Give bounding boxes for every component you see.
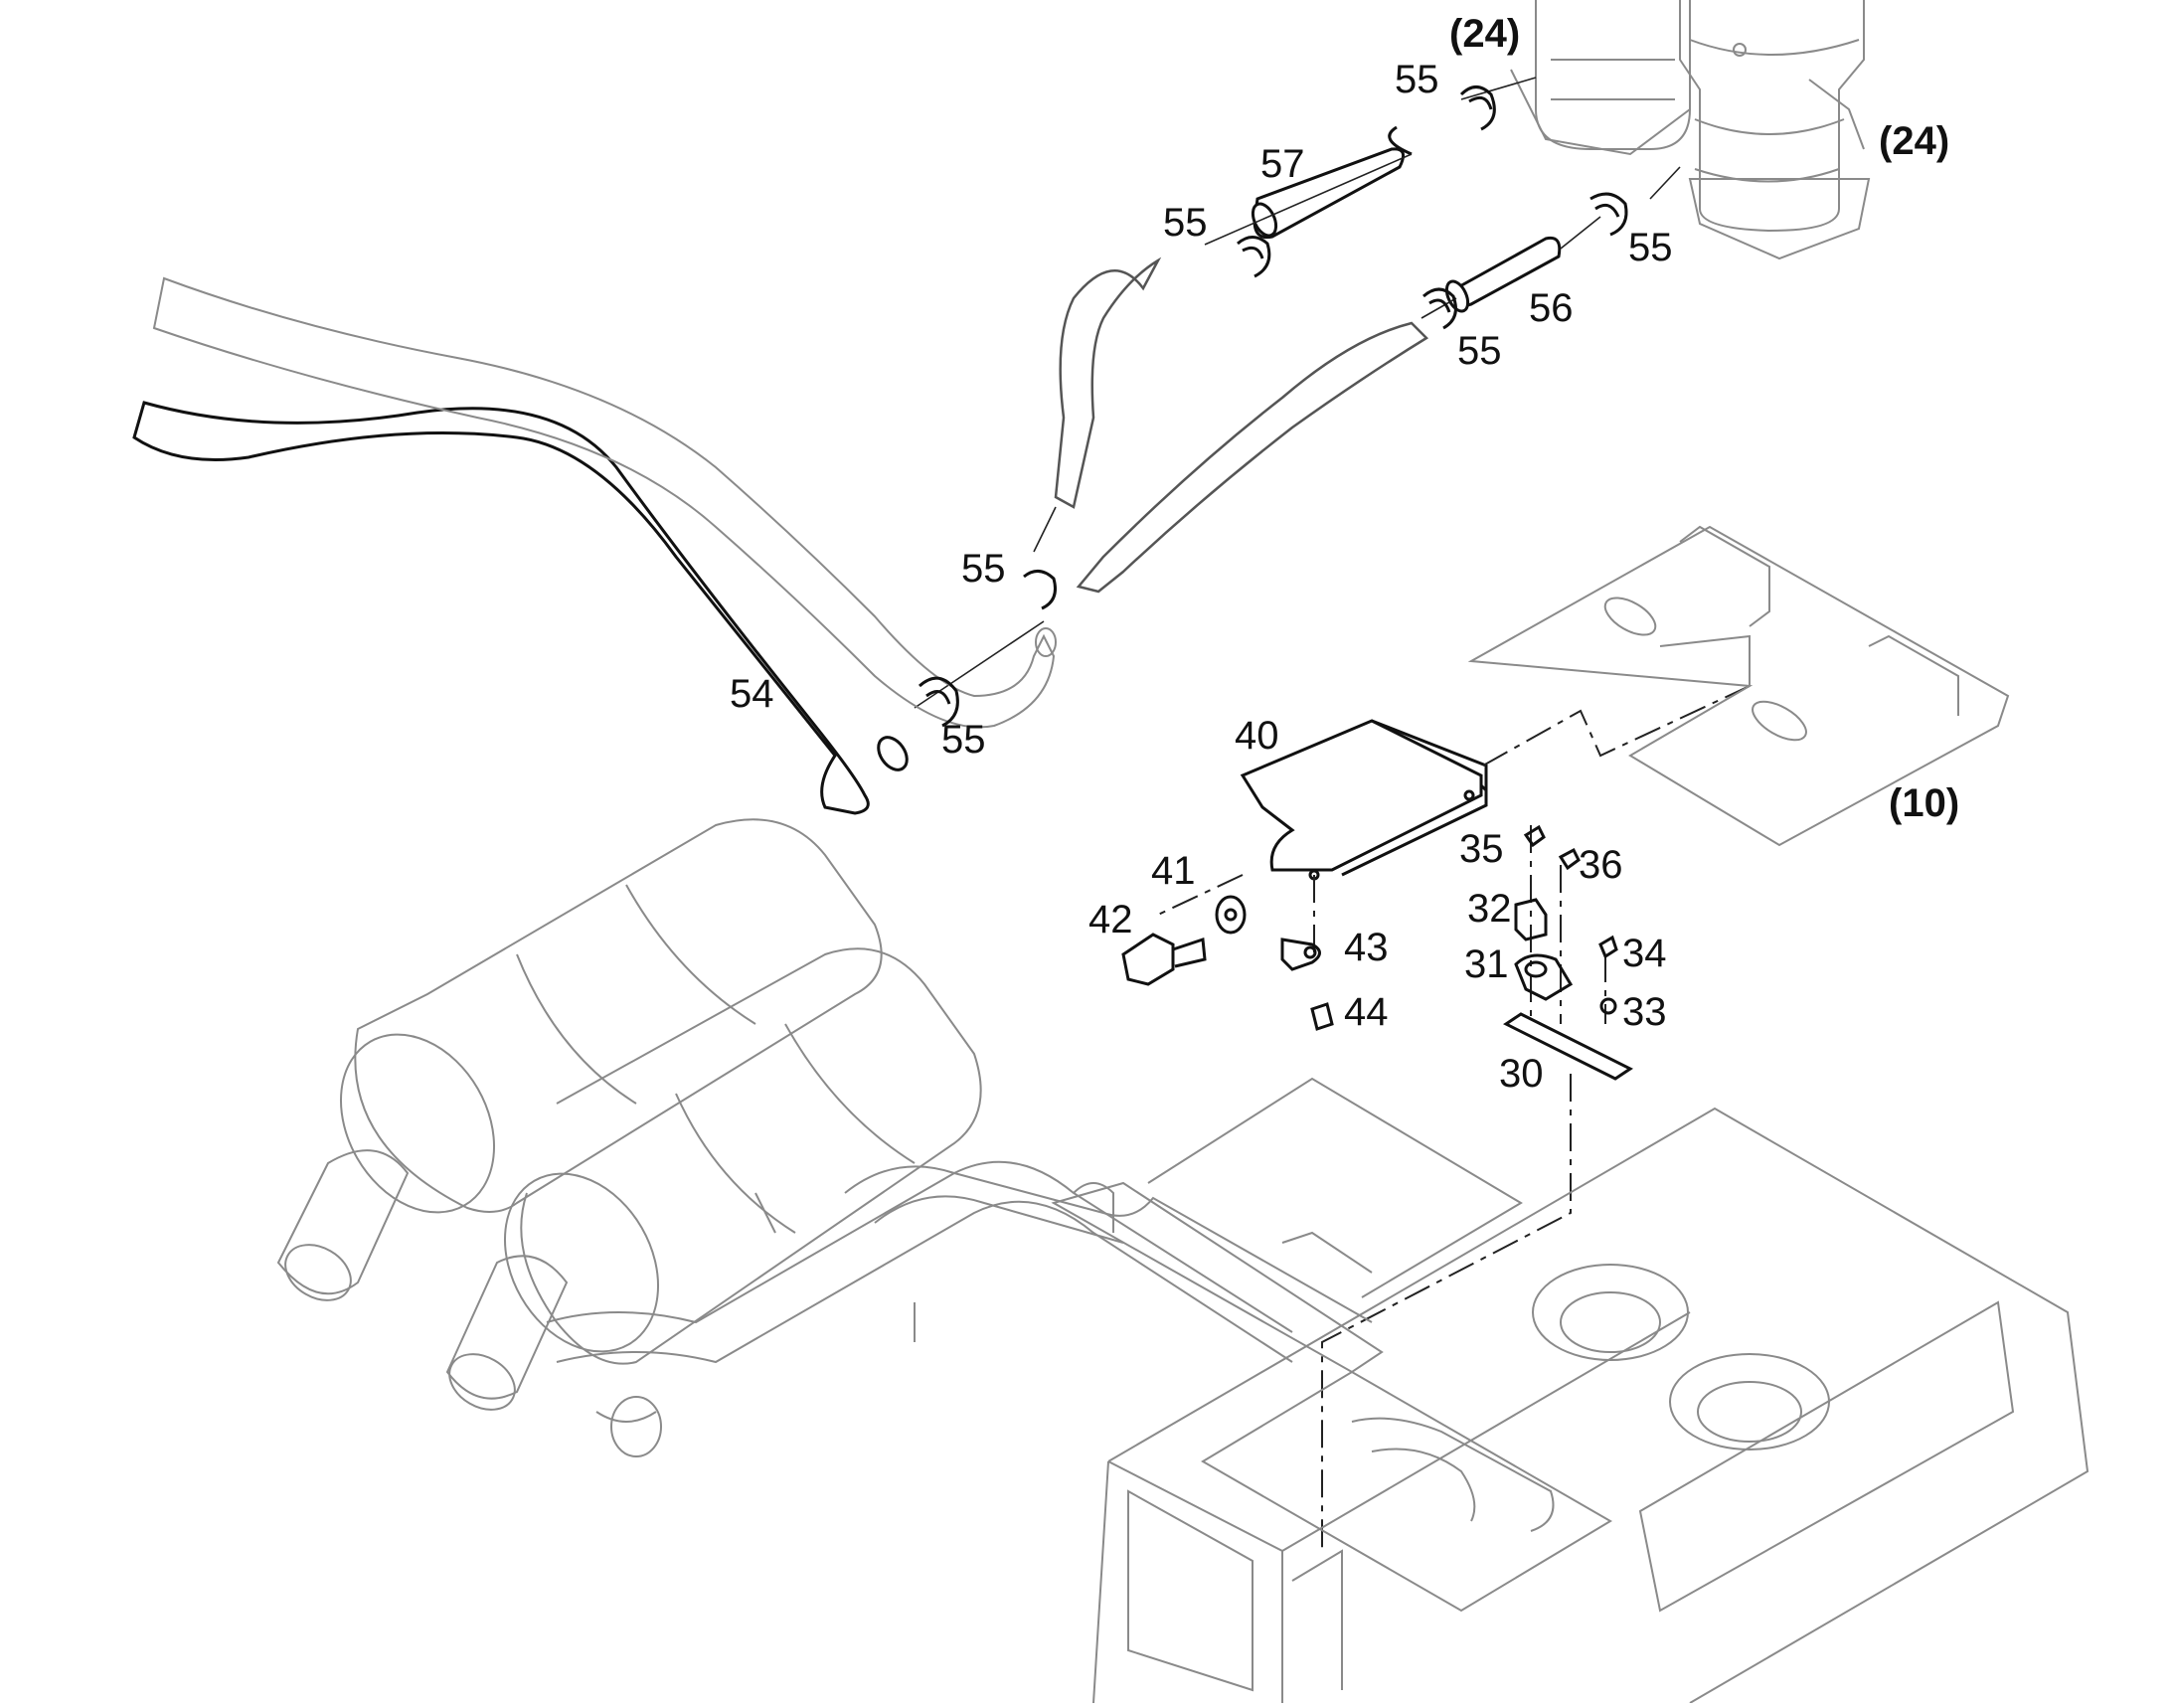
air-filter-housings	[1510, 0, 1871, 260]
callout-ref-24-right: (24)	[1879, 119, 1950, 163]
callout-55: 55	[941, 718, 986, 762]
callout-56: 56	[1529, 286, 1574, 330]
callout-55: 55	[1457, 329, 1502, 373]
callout-42: 42	[1088, 898, 1133, 941]
callout-55: 55	[961, 547, 1006, 591]
hose-grey-back	[152, 276, 1057, 729]
callout-36: 36	[1579, 843, 1623, 887]
callout-ref-10: (10)	[1889, 781, 1960, 825]
callout-ref-24-top: (24)	[1449, 12, 1521, 56]
hose-54	[132, 401, 909, 815]
callout-31: 31	[1464, 942, 1509, 986]
callout-57: 57	[1260, 142, 1305, 186]
callout-44: 44	[1344, 990, 1389, 1034]
hardware-parts	[1121, 824, 1633, 1081]
callout-40: 40	[1235, 714, 1279, 758]
mufflers	[276, 818, 982, 1411]
clamps-55	[918, 85, 1628, 728]
main-body	[1092, 1107, 2089, 1704]
callout-32: 32	[1467, 887, 1512, 931]
bracket-40	[1240, 719, 1488, 881]
upper-housing	[1147, 1077, 1523, 1298]
callout-35: 35	[1459, 827, 1504, 871]
callout-55: 55	[1628, 226, 1673, 269]
callout-55: 55	[1395, 58, 1439, 101]
callout-54: 54	[730, 672, 774, 716]
callout-30: 30	[1499, 1052, 1544, 1096]
callout-43: 43	[1344, 926, 1389, 969]
callout-33: 33	[1622, 990, 1667, 1034]
callout-41: 41	[1151, 849, 1196, 893]
callout-55: 55	[1163, 201, 1208, 245]
plate-10	[1467, 525, 2010, 847]
center-lines	[1157, 685, 1751, 1551]
hose-56-assembly	[914, 166, 1681, 709]
callout-34: 34	[1622, 932, 1667, 975]
hose-57-assembly	[1033, 77, 1537, 553]
frame-and-pipes	[546, 1160, 1384, 1457]
